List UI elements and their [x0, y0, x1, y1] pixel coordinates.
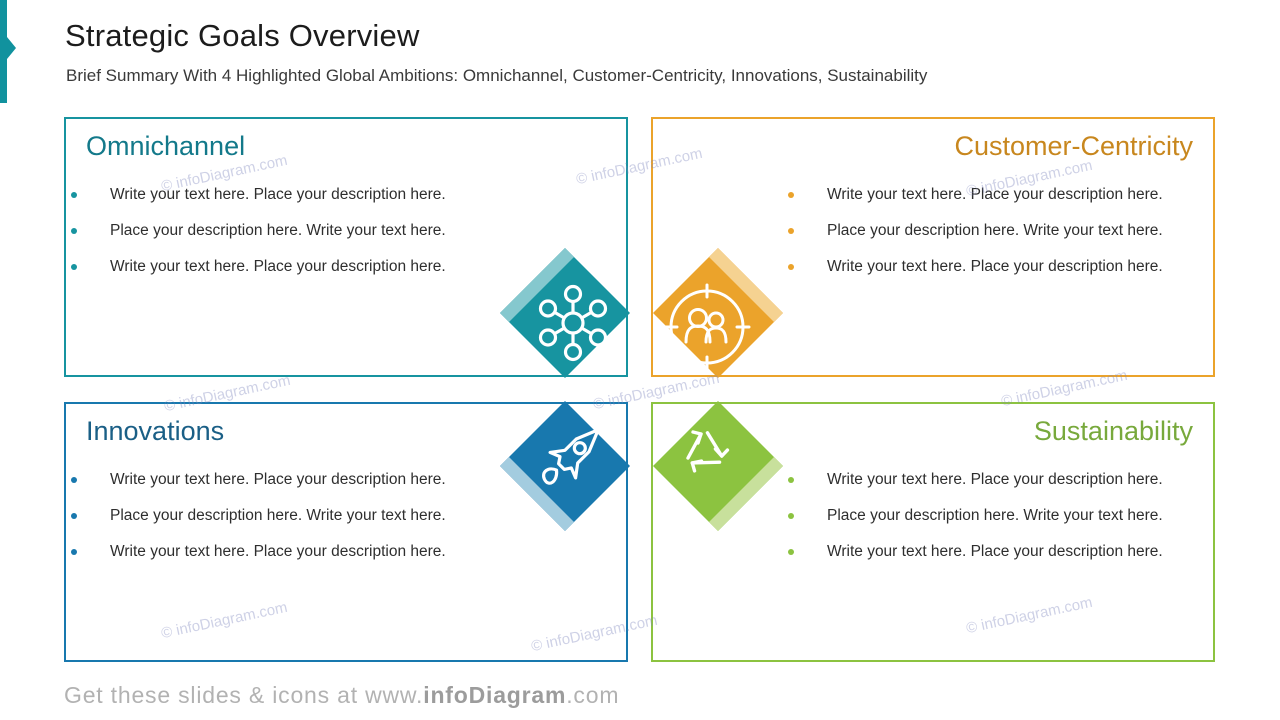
footer-suffix: .com [566, 682, 620, 708]
footer-brand: infoDiagram [423, 682, 567, 708]
bullet-item: Place your description here. Write your … [66, 217, 462, 245]
bullet-item: Write your text here. Place your descrip… [783, 253, 1179, 281]
recycle-icon [686, 430, 730, 473]
bullet-item: Write your text here. Place your descrip… [66, 466, 462, 494]
bullet-list: Write your text here. Place your descrip… [66, 466, 626, 566]
bullet-list: Write your text here. Place your descrip… [783, 466, 1213, 566]
bullet-item: Write your text here. Place your descrip… [783, 466, 1179, 494]
omnichannel-diamond [500, 248, 630, 378]
goal-title-customer-centricity: Customer-Centricity [954, 131, 1193, 161]
page-subtitle: Brief Summary With 4 Highlighted Global … [66, 66, 928, 85]
bullet-item: Place your description here. Write your … [783, 502, 1179, 530]
bullet-item: Write your text here. Place your descrip… [783, 181, 1179, 209]
bullet-item: Write your text here. Place your descrip… [783, 538, 1179, 566]
goal-title-omnichannel: Omnichannel [86, 131, 246, 161]
footer-link[interactable]: Get these slides & icons at www.infoDiag… [64, 682, 619, 709]
innovations-diamond [500, 401, 630, 531]
bullet-item: Write your text here. Place your descrip… [66, 253, 462, 281]
bullet-list: Write your text here. Place your descrip… [783, 181, 1213, 281]
rocket-icon [542, 428, 600, 485]
goal-box-customer-centricity: Customer-Centricity Write your text here… [651, 117, 1215, 377]
bullet-item: Place your description here. Write your … [66, 502, 462, 530]
page-title: Strategic Goals Overview [65, 18, 420, 53]
goal-title-sustainability: Sustainability [1033, 416, 1193, 446]
customer-centricity-diamond [653, 248, 783, 378]
bullet-item: Write your text here. Place your descrip… [66, 538, 462, 566]
goal-title-innovations: Innovations [86, 416, 225, 446]
goal-box-omnichannel: Omnichannel Write your text here. Place … [64, 117, 628, 377]
bullet-item: Write your text here. Place your descrip… [66, 181, 462, 209]
bullet-item: Place your description here. Write your … [783, 217, 1179, 245]
network-hub-icon [538, 284, 608, 362]
accent-shape [0, 0, 16, 103]
customer-target-icon [663, 283, 751, 371]
slide-accent-bar [0, 0, 18, 115]
sustainability-diamond [653, 401, 783, 531]
bullet-list: Write your text here. Place your descrip… [66, 181, 626, 281]
footer-prefix: Get these slides & icons at www. [64, 682, 424, 708]
